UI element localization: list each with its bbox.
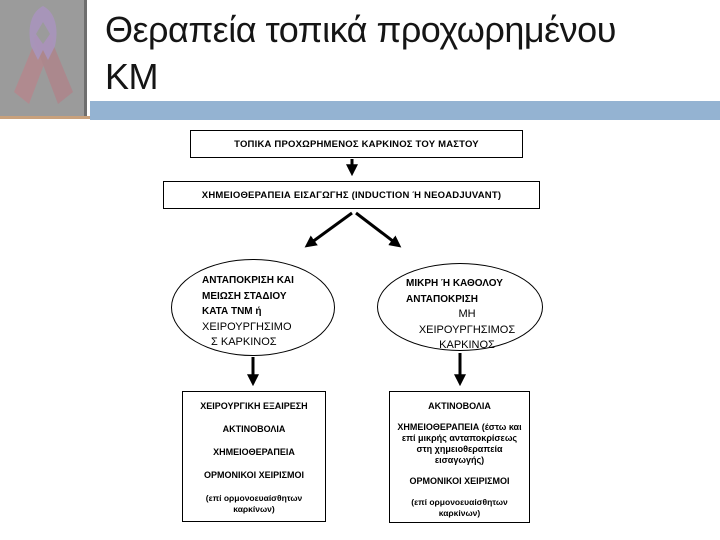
- treatment-note: (επί ορμονοευαίσθητων καρκίνων): [411, 497, 508, 518]
- slide-title-line2: ΚΜ: [105, 56, 159, 97]
- ellipse-line: ΚΑΤΑ ΤΝΜ ή: [202, 306, 262, 317]
- ellipse-line: ΜΕΙΩΣΗ ΣΤΑΔΙΟΥ: [202, 290, 287, 302]
- awareness-ribbon-icon: [14, 6, 73, 104]
- ellipse-line: ΜΗ: [458, 308, 476, 320]
- node-induction-chemotherapy: ΧΗΜΕΙΟΘΕΡΑΠΕΙΑ ΕΙΣΑΓΩΓΗΣ (INDUCTION Ή NE…: [163, 181, 540, 209]
- treatment-line: ΟΡΜΟΝΙΚΟΙ ΧΕΙΡΙΣΜΟΙ: [409, 476, 510, 486]
- treatment-line: ΧΗΜΕΙΟΘΕΡΑΠΕΙΑ: [213, 447, 295, 457]
- arrow-induction-to-right-ellipse: [355, 211, 402, 248]
- node-locally-advanced-cancer: ΤΟΠΙΚΑ ΠΡΟΧΩΡΗΜΕΝΟΣ ΚΑΡΚΙΝΟΣ ΤΟΥ ΜΑΣΤΟΥ: [190, 130, 523, 158]
- treatment-note: (επί ορμονοευαίσθητων καρκίνων): [205, 493, 303, 514]
- node-no-response: ΜΙΚΡΗ Ή ΚΑΘΟΛΟΥ ΑΝΤΑΠΟΚΡΙΣΗ ΜΗ ΧΕΙΡΟΥΡΓΗ…: [377, 263, 543, 351]
- treatment-line: ΟΡΜΟΝΙΚΟΙ ΧΕΙΡΙΣΜΟΙ: [204, 470, 304, 480]
- treatment-line: ΑΚΤΙΝΟΒΟΛΙΑ: [428, 401, 491, 411]
- ribbon-image-panel: [0, 0, 87, 116]
- ellipse-line: ΧΕΙΡΟΥΡΓΗΣΙΜΟ: [202, 320, 292, 333]
- ellipse-line: ΜΙΚΡΗ Ή ΚΑΘΟΛΟΥ: [406, 278, 503, 289]
- ellipse-line: ΑΝΤΑΠΟΚΡΙΣΗ ΚΑΙ: [202, 275, 294, 286]
- node-label: ΧΗΜΕΙΟΘΕΡΑΠΕΙΑ ΕΙΣΑΓΩΓΗΣ (INDUCTION Ή NE…: [201, 189, 502, 201]
- slide-title-line1: Θεραπεία τοπικά προχωρημένου: [105, 9, 616, 50]
- node-inoperable-treatment-plan: ΑΚΤΙΝΟΒΟΛΙΑ ΧΗΜΕΙΟΘΕΡΑΠΕΙΑ (έστω και επί…: [389, 391, 530, 523]
- ellipse-line: ΚΑΡΚΙΝΟΣ: [439, 339, 495, 351]
- treatment-line: ΑΚΤΙΝΟΒΟΛΙΑ: [222, 424, 286, 434]
- tan-accent-strip: [0, 116, 90, 119]
- slide-title: Θεραπεία τοπικά προχωρημένου ΚΜ: [105, 6, 705, 100]
- ellipse-line: ΑΝΤΑΠΟΚΡΙΣΗ: [406, 293, 478, 305]
- ellipse-line: Σ ΚΑΡΚΙΝΟΣ: [211, 336, 277, 348]
- node-response-downstaging: ΑΝΤΑΠΟΚΡΙΣΗ ΚΑΙ ΜΕΙΩΣΗ ΣΤΑΔΙΟΥ ΚΑΤΑ ΤΝΜ …: [171, 259, 335, 356]
- node-label: ΤΟΠΙΚΑ ΠΡΟΧΩΡΗΜΕΝΟΣ ΚΑΡΚΙΝΟΣ ΤΟΥ ΜΑΣΤΟΥ: [234, 138, 479, 150]
- treatment-line: ΧΕΙΡΟΥΡΓΙΚΗ ΕΞΑΙΡΕΣΗ: [200, 401, 308, 411]
- blue-accent-bar: [90, 101, 720, 120]
- treatment-line: ΧΗΜΕΙΟΘΕΡΑΠΕΙΑ (έστω και επί μικρής αντα…: [397, 422, 522, 465]
- arrow-induction-to-left-ellipse: [304, 211, 353, 248]
- ellipse-line: ΧΕΙΡΟΥΡΓΗΣΙΜΟΣ: [418, 323, 516, 336]
- node-operable-treatment-plan: ΧΕΙΡΟΥΡΓΙΚΗ ΕΞΑΙΡΕΣΗ ΑΚΤΙΝΟΒΟΛΙΑ ΧΗΜΕΙΟΘ…: [182, 391, 326, 522]
